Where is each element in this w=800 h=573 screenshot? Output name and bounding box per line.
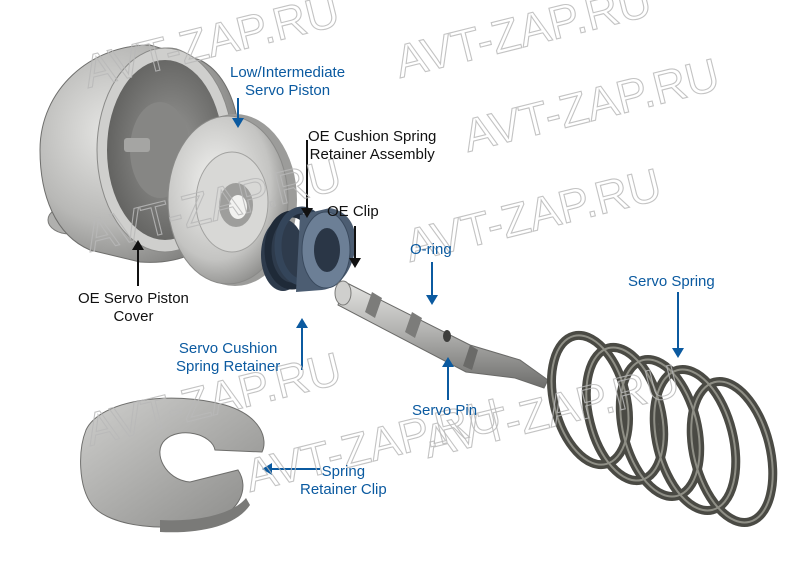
leader-arrows: [137, 98, 679, 470]
label-retainer-clip-line2: Retainer Clip: [300, 481, 387, 498]
label-cushion-assembly: OE Cushion Spring Retainer Assembly: [308, 128, 436, 164]
label-o-ring-text: O-ring: [410, 241, 452, 258]
label-cushion-retainer-line1: Servo Cushion: [178, 340, 278, 357]
label-piston-cover-line2: Cover: [113, 308, 154, 325]
label-piston-cover-line1: OE Servo Piston: [78, 290, 189, 307]
label-cushion-retainer-line2: Spring Retainer: [176, 358, 281, 375]
label-oe-clip-text: OE Clip: [327, 203, 379, 220]
label-servo-piston-line2: Servo Piston: [245, 82, 331, 99]
cushion-spring-retainer-assembly: [261, 206, 356, 292]
spring-retainer-clip: [80, 397, 265, 533]
label-retainer-clip-line1: Spring: [321, 463, 366, 480]
label-servo-pin-text: Servo Pin: [412, 402, 478, 419]
watermark-text: AVT-ZAP.RU: [458, 48, 724, 162]
label-servo-piston-line1: Low/Intermediate: [230, 64, 346, 81]
label-o-ring: O-ring: [410, 241, 452, 259]
label-cushion-assembly-line2: Retainer Assembly: [309, 146, 435, 163]
label-servo-spring: Servo Spring: [628, 273, 715, 291]
label-piston-cover: OE Servo Piston Cover: [78, 290, 189, 326]
arrowheads: [132, 118, 684, 475]
label-servo-pin: Servo Pin: [412, 402, 477, 420]
label-oe-clip: OE Clip: [327, 203, 379, 221]
label-cushion-retainer: Servo Cushion Spring Retainer: [176, 340, 280, 376]
servo-pin: [334, 280, 549, 389]
label-servo-piston: Low/Intermediate Servo Piston: [230, 64, 345, 100]
label-servo-spring-text: Servo Spring: [628, 273, 715, 290]
label-retainer-clip: Spring Retainer Clip: [300, 463, 387, 499]
label-cushion-assembly-line1: OE Cushion Spring: [308, 128, 437, 145]
